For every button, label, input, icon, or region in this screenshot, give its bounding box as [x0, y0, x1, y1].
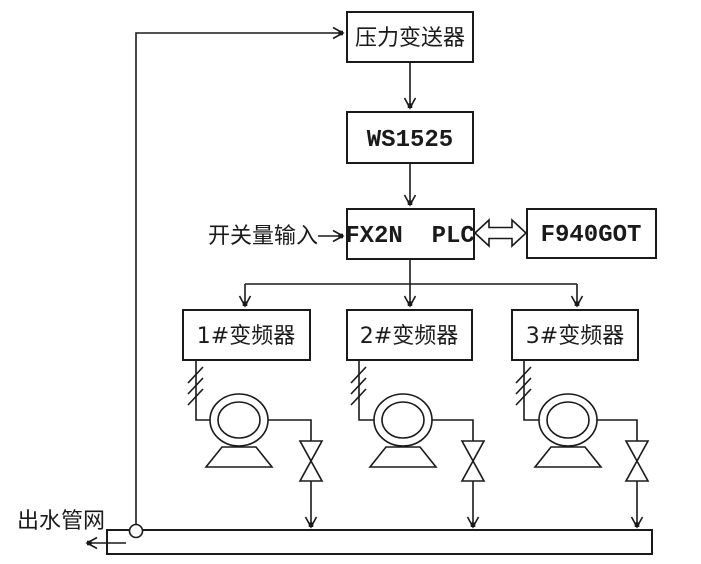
outlet-network-label: 出水管网 [17, 509, 105, 534]
pump-motor-inner-ring [217, 401, 261, 439]
three-phase-slashes [350, 366, 367, 406]
pump-base [533, 446, 603, 468]
motor-cable [523, 360, 539, 421]
pump-motor-inner-ring [381, 401, 425, 439]
inverter-3-box: 3#变频器 [511, 309, 639, 361]
pump-outlet-pipe [268, 419, 312, 441]
inverter-1-label: 1#变频器 [197, 324, 295, 349]
outlet-pipe [106, 529, 653, 555]
pump-motor-inner-ring [546, 401, 590, 439]
inverter-3-label: 3#变频器 [526, 324, 624, 349]
switch-input-label: 开关量输入 [208, 224, 318, 249]
valve-symbol [460, 440, 486, 482]
pipe-tap-circle [128, 523, 144, 539]
ws1525-label: WS1525 [367, 127, 453, 154]
inverter-1-box: 1#变频器 [182, 309, 311, 361]
inverter-2-box: 2#变频器 [346, 309, 473, 361]
valve-symbol [624, 440, 650, 482]
pump-outlet-pipe [597, 419, 638, 441]
hmi-label: F940GOT [541, 222, 642, 249]
motor-cable [195, 360, 210, 421]
pump-base [204, 446, 274, 468]
inverter-2-label: 2#变频器 [360, 324, 458, 349]
ws1525-box: WS1525 [346, 111, 474, 164]
pump-base [368, 446, 438, 468]
plc-to-inverters-bus [238, 259, 584, 308]
plc-label: FX2N PLC [345, 223, 475, 250]
bidirectional-arrow [473, 218, 528, 248]
plc-box: FX2N PLC [345, 208, 475, 260]
hmi-box: F940GOT [526, 208, 657, 259]
pump-outlet-pipe [432, 419, 474, 441]
three-phase-slashes [187, 366, 204, 406]
pump-unit-1 [187, 360, 324, 529]
motor-cable [358, 360, 374, 421]
pump-unit-3 [515, 360, 650, 529]
feedback-line [135, 26, 345, 524]
pump-unit-2 [350, 360, 486, 529]
pressure-transmitter-box: 压力变送器 [346, 11, 474, 63]
three-phase-slashes [515, 366, 532, 406]
pressure-transmitter-label: 压力变送器 [355, 26, 465, 51]
valve-symbol [298, 440, 324, 482]
